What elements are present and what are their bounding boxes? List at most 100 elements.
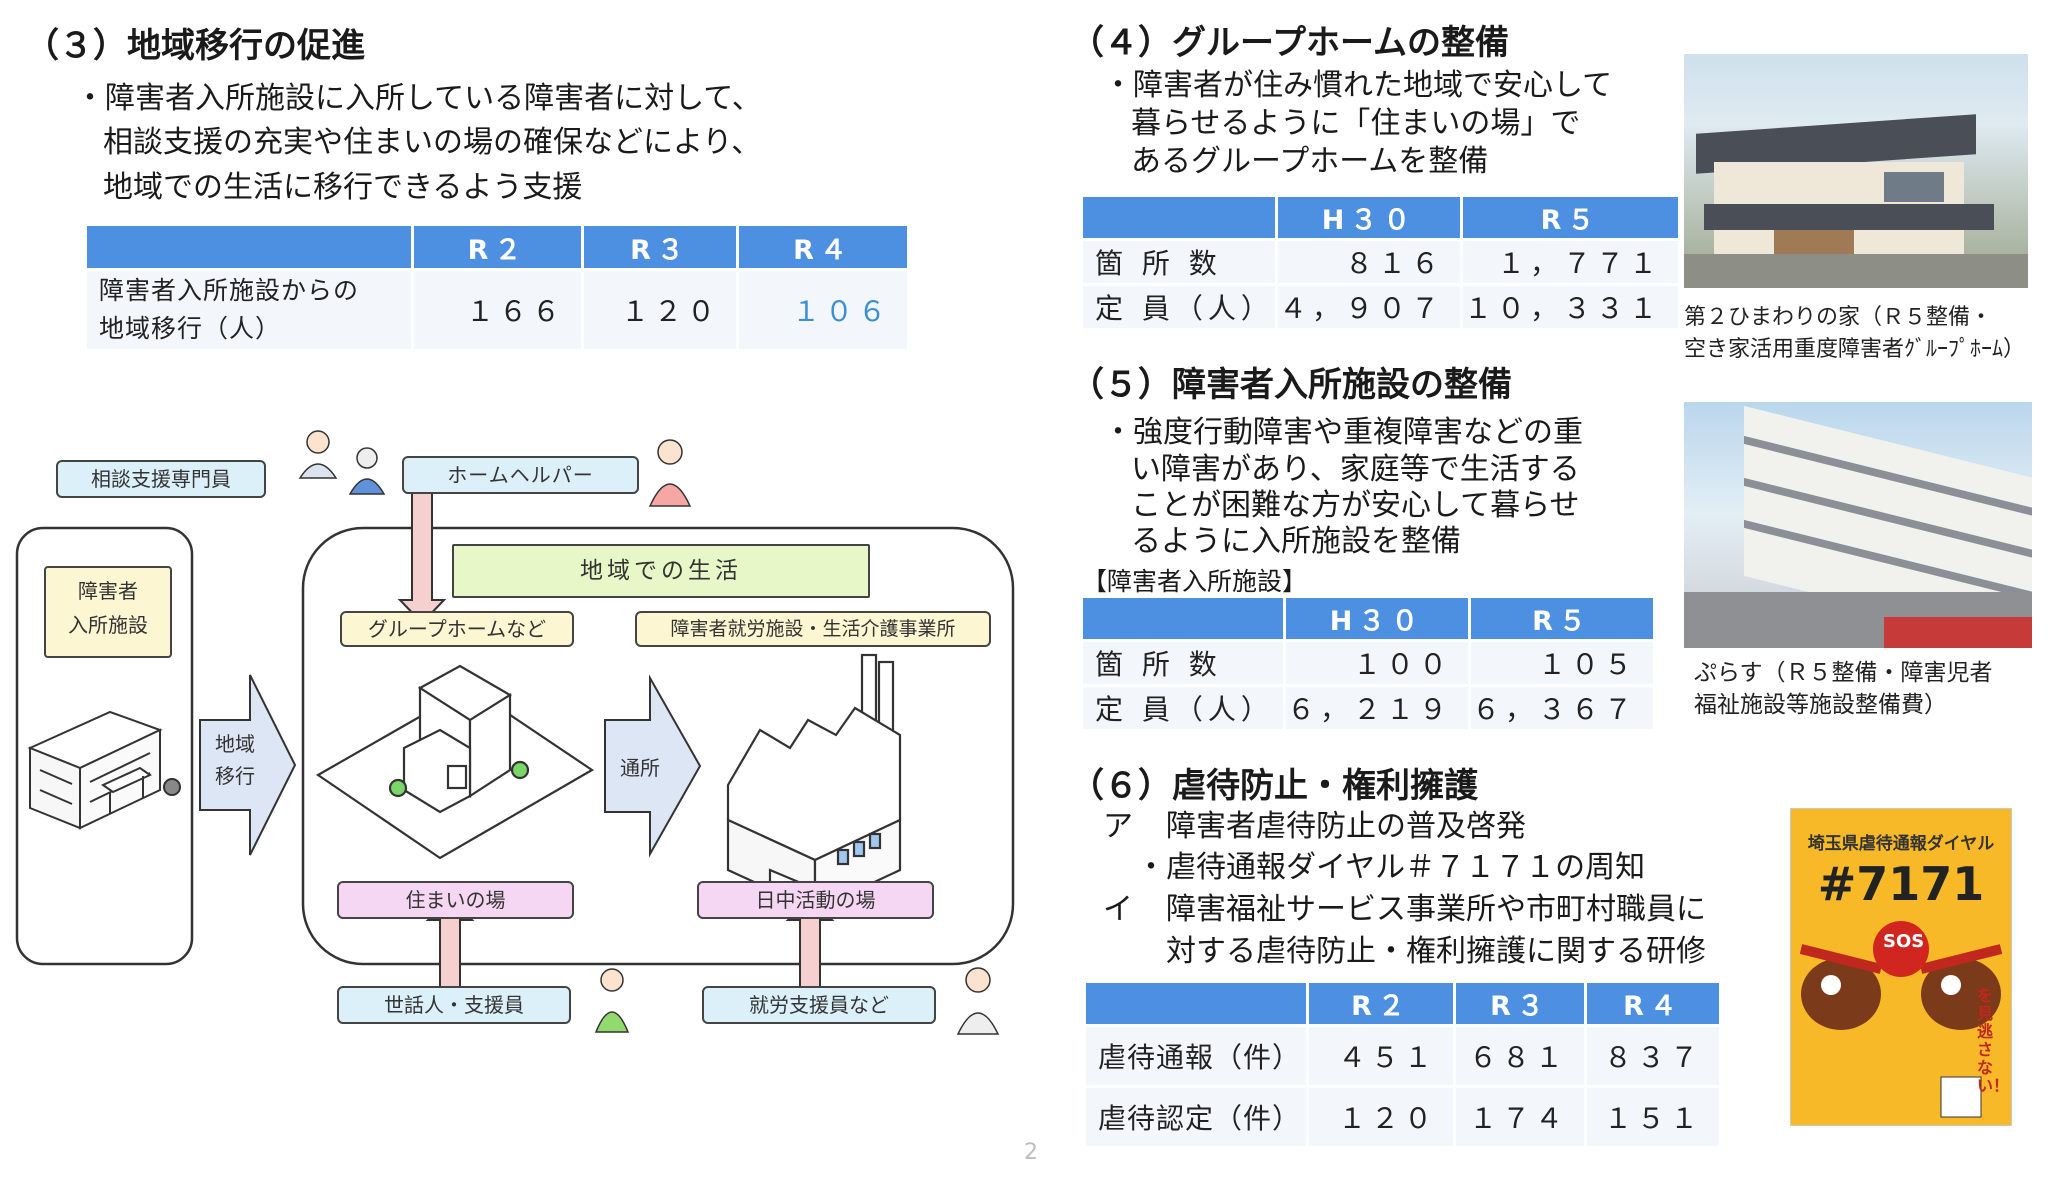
section6-i-text1: 障害福祉サービス事業所や市町村職員に [1166, 892, 1706, 927]
table-header: R５ [1471, 598, 1654, 639]
facility-photo [1684, 402, 2032, 648]
residence-label: 住まいの場 [337, 881, 574, 919]
table-header: R２ [414, 226, 581, 268]
section3-title: （３）地域移行の促進 [25, 26, 365, 66]
job-supporter-person-icon [956, 967, 1000, 1035]
community-transition-diagram [15, 430, 1015, 1035]
row-label-line2: 地域移行（人） [99, 314, 282, 343]
table-header: H３０ [1278, 197, 1461, 238]
section5-table: H３０ R５ 箇 所 数 １００ １０５ 定 員（人） ６，２１９ ６，３６７ [1080, 595, 1656, 732]
section5-line1: ・強度行動障害や重複障害などの重 [1103, 415, 1583, 450]
table-cell: １，７７１ [1463, 241, 1679, 283]
section5-title: （５）障害者入所施設の整備 [1070, 365, 1512, 405]
table-row-label: 虐待認定（件） [1086, 1088, 1306, 1146]
transition-arrow [199, 674, 297, 856]
poster-sos: SOS [1883, 931, 1925, 952]
table-cell: ８１６ [1278, 241, 1461, 283]
section5-line3: ことが困難な方が安心して暮らせ [1131, 488, 1580, 523]
poster-title: 埼玉県虐待通報ダイヤル [1807, 834, 1995, 854]
table-row-label: 障害者入所施設からの 地域移行（人） [87, 271, 411, 349]
transition-label-line1: 地域 [215, 732, 255, 756]
group-home-caption-line1: 第２ひまわりの家（Ｒ５整備・ [1684, 305, 1993, 330]
poster-eyes-graphic [1799, 921, 2003, 1118]
poster-side-text: を見逃さない！ [1977, 986, 2010, 1095]
facility-label: 障害者 入所施設 [44, 566, 172, 658]
workplace-label: 障害者就労施設・生活介護事業所 [635, 611, 991, 647]
helper-down-arrow [397, 489, 447, 625]
community-life-label: 地域での生活 [452, 544, 870, 598]
table-header: H３０ [1286, 598, 1469, 639]
section5-line2: い障害があり、家庭等で生活する [1131, 452, 1580, 487]
poster-number: #7171 [1817, 857, 1985, 911]
section6-i-text2: 対する虐待防止・権利擁護に関する研修 [1166, 934, 1706, 969]
community-frame [301, 526, 1015, 966]
facility-caption-line1: ぷらす（Ｒ５整備・障害児者 [1694, 660, 1993, 686]
table-header-blank [1086, 983, 1306, 1024]
group-home-caption-line2: 空き家活用重度障害者ｸﾞﾙｰﾌﾟﾎｰﾑ） [1684, 337, 2026, 362]
commute-label: 通所 [620, 756, 660, 780]
caretaker-person-icon [594, 968, 630, 1033]
section6-table: R２ R３ R４ 虐待通報（件） ４５１ ６８１ ８３７ 虐待認定（件） １２０… [1083, 980, 1722, 1149]
facility-building-icon [27, 710, 181, 830]
section3-line3: 地域での生活に移行できるよう支援 [103, 170, 583, 205]
table-cell: １７４ [1456, 1088, 1584, 1146]
table-header: R３ [1456, 983, 1584, 1024]
transition-label-line2: 移行 [215, 764, 255, 788]
home-helper-label: ホームヘルパー [402, 456, 639, 494]
facility-caption-line2: 福祉施設等施設整備費） [1694, 692, 1947, 718]
caretaker-label: 世話人・支援員 [337, 986, 571, 1024]
table-cell: ８３７ [1587, 1027, 1719, 1085]
consultation-specialist-label: 相談支援専門員 [56, 460, 266, 498]
table-header: R５ [1463, 197, 1679, 238]
table-cell: １００ [1286, 642, 1469, 684]
transition-arrow-label: 地域 移行 [205, 728, 265, 792]
table-cell: １５１ [1587, 1088, 1719, 1146]
table-row-label: 箇 所 数 [1083, 241, 1275, 283]
table-cell: ４，９０７ [1278, 286, 1461, 328]
table-row-label: 定 員（人） [1083, 687, 1283, 729]
table-cell: １２０ [1309, 1088, 1453, 1146]
table-row-label: 定 員（人） [1083, 286, 1275, 328]
section6-a-text: 障害者虐待防止の普及啓発 [1166, 809, 1526, 844]
table-header-blank [87, 226, 411, 268]
table-row-label: 箇 所 数 [1083, 642, 1283, 684]
section4-title: （４）グループホームの整備 [1070, 23, 1509, 63]
group-home-label: グループホームなど [340, 611, 574, 647]
table-cell: １０，３３１ [1463, 286, 1679, 328]
table-header: R４ [1587, 983, 1719, 1024]
table-header: R４ [739, 226, 907, 268]
row-label-line1: 障害者入所施設からの [99, 276, 360, 305]
group-home-photo [1684, 54, 2028, 288]
table-header: R３ [584, 226, 736, 268]
section4-line3: あるグループホームを整備 [1131, 144, 1489, 179]
group-home-house-icon [315, 664, 595, 860]
section4-line2: 暮らせるように「住まいの場」で [1131, 106, 1581, 141]
section6-a-sub: ・虐待通報ダイヤル＃７１７１の周知 [1136, 850, 1646, 885]
table-cell: １２０ [584, 271, 736, 349]
table-header-blank [1083, 197, 1275, 238]
table-cell: ６，３６７ [1471, 687, 1654, 729]
abuse-hotline-poster: 埼玉県虐待通報ダイヤル #7171 SOS を見逃さない！ [1790, 808, 2012, 1126]
page-number: 2 [1024, 1140, 1038, 1165]
section5-line4: るように入所施設を整備 [1131, 524, 1461, 559]
helper-person-icon [648, 439, 692, 507]
table-cell: ４５１ [1309, 1027, 1453, 1085]
facility-label-line1: 障害者 [78, 579, 138, 603]
table-header-blank [1083, 598, 1283, 639]
section6-title: （６）虐待防止・権利擁護 [1070, 766, 1478, 806]
facility-frame [15, 526, 194, 966]
factory-icon [726, 653, 902, 912]
counselor-people-icon [298, 430, 386, 495]
section6-i-mark: イ [1103, 892, 1133, 927]
table-header: R２ [1309, 983, 1453, 1024]
section3-line1: ・障害者入所施設に入所している障害者に対して、 [75, 81, 762, 116]
section3-line2: 相談支援の充実や住まいの場の確保などにより、 [103, 125, 762, 160]
table-cell: １０６ [739, 271, 907, 349]
section5-table-label: 【障害者入所施設】 [1082, 567, 1308, 596]
table-row-label: 虐待通報（件） [1086, 1027, 1306, 1085]
commute-arrow [604, 674, 702, 858]
section4-table: H３０ R５ 箇 所 数 ８１６ １，７７１ 定 員（人） ４，９０７ １０，３… [1080, 194, 1681, 331]
daytime-activity-label: 日中活動の場 [697, 881, 934, 919]
section6-a-mark: ア [1103, 809, 1133, 844]
section4-line1: ・障害者が住み慣れた地域で安心して [1103, 68, 1613, 103]
